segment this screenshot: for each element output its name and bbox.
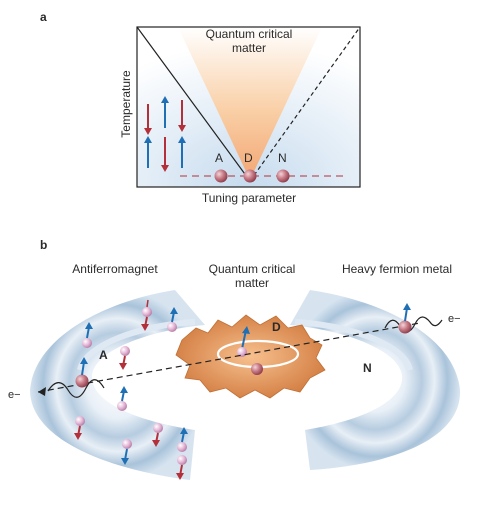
spin-arrows-a <box>144 96 186 172</box>
moment-down <box>119 346 130 370</box>
region-d-label: D <box>272 320 281 334</box>
point-a-marker <box>214 169 228 183</box>
moment-up <box>121 439 132 465</box>
crossover-line-right <box>249 26 361 182</box>
antiferromagnet-label: Antiferromagnet <box>72 262 158 276</box>
right-ring-wedge <box>290 290 461 470</box>
moment-up <box>82 322 93 348</box>
critical-disc <box>175 314 326 399</box>
electron-a <box>75 374 89 388</box>
left-ring-wedge <box>30 290 205 480</box>
wave-packet-right <box>384 316 443 333</box>
moment-down <box>152 423 163 447</box>
ring-wedges <box>30 290 461 480</box>
point-d-label: D <box>244 151 253 165</box>
moment-down <box>74 416 85 440</box>
heavy-fermion-label: Heavy fermion metal <box>342 262 452 276</box>
moment-up <box>117 386 128 411</box>
phase-boundary-left <box>136 26 251 182</box>
point-n-label: N <box>278 151 287 165</box>
electron-left-label: e− <box>8 389 21 401</box>
moment-up <box>167 307 178 332</box>
moment-down <box>141 299 152 331</box>
critical-fan <box>178 27 322 180</box>
critical-particle <box>237 347 247 357</box>
wave-packet-left <box>47 379 105 398</box>
y-axis-label: Temperature <box>119 70 133 138</box>
critical-matter-line1: Quantum critical <box>209 262 296 276</box>
electron-right-label: e− <box>448 313 461 325</box>
critical-matter-line2: matter <box>235 276 269 290</box>
electron-n <box>398 320 412 334</box>
moment-down <box>176 455 187 480</box>
moment-up <box>177 427 188 452</box>
critical-electron <box>251 363 263 375</box>
fan-title-line2: matter <box>232 41 266 55</box>
local-moments <box>74 299 188 480</box>
point-n-marker <box>276 169 290 183</box>
point-a-label: A <box>215 151 223 165</box>
region-n-label: N <box>363 361 372 375</box>
fan-title-line1: Quantum critical <box>206 27 293 41</box>
electron-arrowhead <box>38 387 46 396</box>
panel-a-label: a <box>40 10 47 24</box>
panel-b-label: b <box>40 238 47 252</box>
phase-diagram-frame <box>136 26 361 188</box>
electron-path <box>37 322 421 393</box>
point-d-marker <box>243 169 257 183</box>
phase-diagram: A D N Quantum critical matter Temperatur… <box>119 26 361 205</box>
region-a-label: A <box>99 348 108 362</box>
x-axis-label: Tuning parameter <box>202 191 296 205</box>
